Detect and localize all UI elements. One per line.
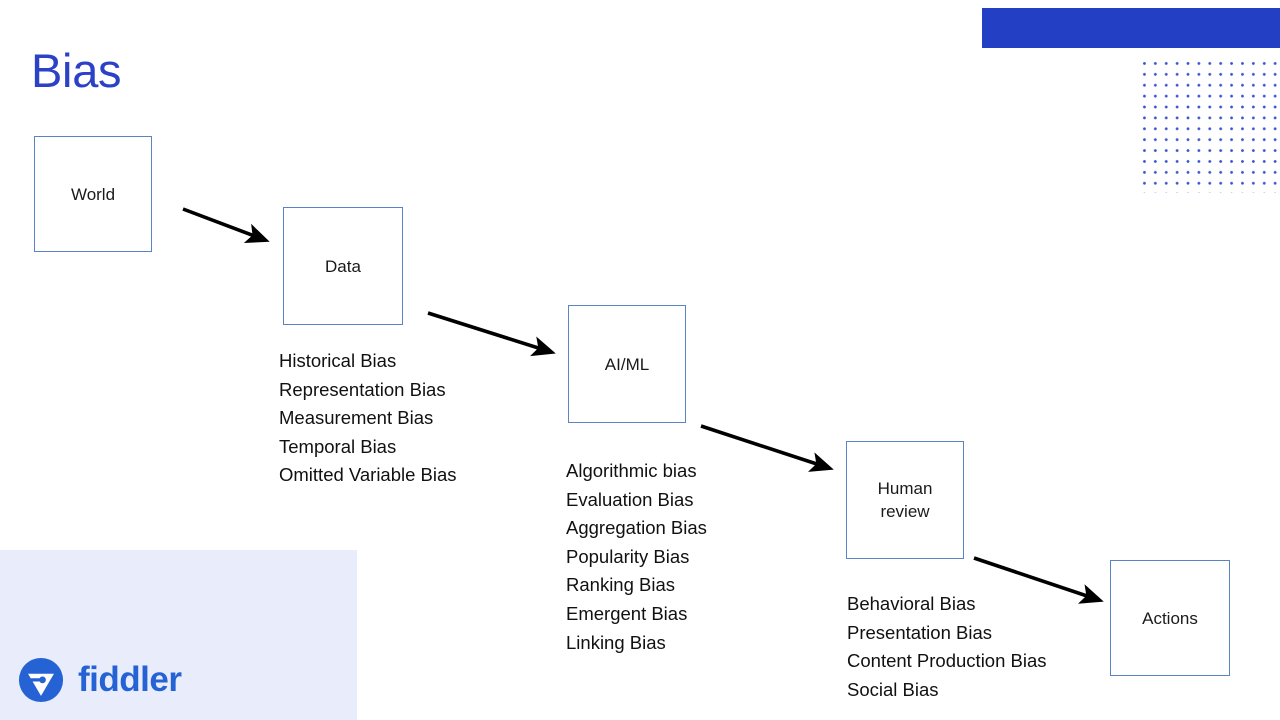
decorative-top-bar <box>982 8 1280 48</box>
bias-item: Social Bias <box>847 678 939 700</box>
bias-item: Representation Bias <box>279 378 446 400</box>
bias-item: Algorithmic bias <box>566 460 697 481</box>
bias-item: Popularity Bias <box>566 545 690 567</box>
bias-item: Presentation Bias <box>847 621 993 643</box>
page-title: Bias <box>31 44 122 97</box>
bias-item: Historical Bias <box>279 350 397 371</box>
fiddler-logo-icon <box>18 657 64 703</box>
flow-node-actions: Actions <box>1110 560 1230 676</box>
bias-item: Omitted Variable Bias <box>279 464 457 486</box>
arrow-aiml-to-human <box>700 424 834 472</box>
bias-list-human: Behavioral Bias Presentation Bias Conten… <box>847 590 1047 704</box>
bias-item: Behavioral Bias <box>847 593 976 614</box>
flow-node-data: Data <box>283 207 403 325</box>
bias-item: Content Production Bias <box>847 650 1047 672</box>
bias-list-data: Historical Bias Representation Bias Meas… <box>279 347 457 490</box>
flow-node-label: Actions <box>1142 608 1198 628</box>
flow-node-label: Data <box>325 256 361 276</box>
bias-item: Measurement Bias <box>279 407 434 429</box>
brand-name: fiddler <box>78 660 182 699</box>
bias-item: Ranking Bias <box>566 574 676 596</box>
flow-node-label: World <box>70 184 116 204</box>
bias-item: Linking Bias <box>566 631 666 653</box>
flow-node-label: Human review <box>877 479 933 521</box>
flow-node-aiml: AI/ML <box>568 305 686 423</box>
arrow-world-to-data <box>182 207 270 243</box>
bias-item: Temporal Bias <box>279 435 397 457</box>
bias-item: Aggregation Bias <box>566 517 707 539</box>
bias-item: Evaluation Bias <box>566 488 694 510</box>
brand-lockup: fiddler <box>18 657 182 703</box>
bias-item: Emergent Bias <box>566 602 688 624</box>
bias-list-model: Algorithmic bias Evaluation Bias Aggrega… <box>566 457 707 657</box>
flow-node-world: World <box>34 136 152 252</box>
flow-node-human-review: Human review <box>846 441 964 559</box>
decorative-dot-grid <box>1139 58 1280 193</box>
flow-node-label: AI/ML <box>604 354 650 374</box>
